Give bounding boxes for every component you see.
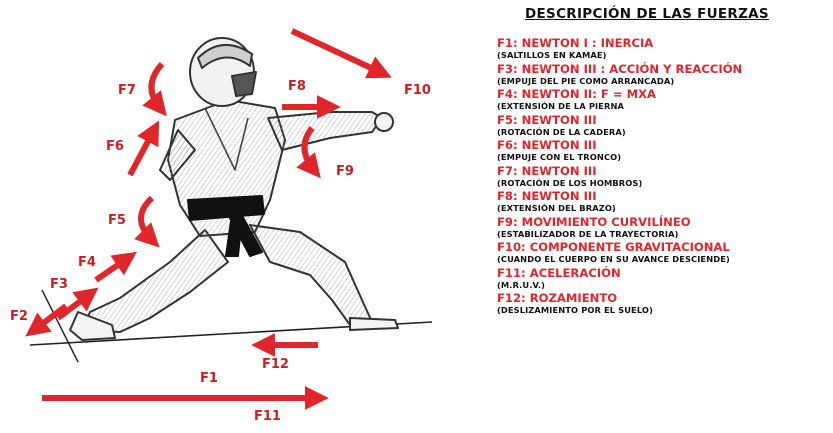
legend-item: F3: NEWTON III : ACCIÓN Y REACCIÓN (EMPU…	[497, 62, 831, 88]
arrow-f4	[96, 258, 128, 280]
forces-legend: DESCRIPCIÓN DE LAS FUERZAS F1: NEWTON I …	[497, 6, 831, 317]
arrow-f6	[130, 130, 154, 175]
legend-item: F8: NEWTON III (EXTENSIÓN DEL BRAZO)	[497, 189, 831, 215]
label-f10: F10	[404, 83, 431, 98]
legend-item-desc: (EMPUJE CON EL TRONCO)	[497, 152, 831, 164]
label-f4: F4	[78, 255, 96, 270]
legend-item: F6: NEWTON III (EMPUJE CON EL TRONCO)	[497, 138, 831, 164]
legend-item-desc: (ROTACIÓN DE LOS HOMBROS)	[497, 178, 831, 190]
legend-item-title: F5: NEWTON III	[497, 113, 831, 127]
legend-item-desc: (EXTENSIÓN DE LA PIERNA	[497, 101, 831, 113]
label-f7: F7	[118, 83, 136, 98]
legend-item: F4: NEWTON II: F = MXA (EXTENSIÓN DE LA …	[497, 87, 831, 113]
label-f1: F1	[200, 371, 218, 386]
arrow-f10	[292, 31, 382, 73]
legend-item-title: F10: COMPONENTE GRAVITACIONAL	[497, 240, 831, 254]
legend-item: F10: COMPONENTE GRAVITACIONAL (CUANDO EL…	[497, 240, 831, 266]
legend-item-desc: (DESLIZAMIENTO POR EL SUELO)	[497, 305, 831, 317]
legend-item: F12: ROZAMIENTO (DESLIZAMIENTO POR EL SU…	[497, 291, 831, 317]
legend-item-desc: (SALTILLOS EN KAMAE)	[497, 50, 831, 62]
legend-item: F11: ACELERACIÓN (M.R.U.V.)	[497, 266, 831, 292]
legend-item: F1: NEWTON I : INERCIA (SALTILLOS EN KAM…	[497, 36, 831, 62]
legend-items: F1: NEWTON I : INERCIA (SALTILLOS EN KAM…	[497, 36, 831, 317]
legend-title: DESCRIPCIÓN DE LAS FUERZAS	[497, 6, 797, 22]
legend-item-title: F12: ROZAMIENTO	[497, 291, 831, 305]
legend-item-desc: (EXTENSIÓN DEL BRAZO)	[497, 203, 831, 215]
arrow-f7	[151, 64, 162, 108]
label-f2: F2	[10, 309, 28, 324]
arrow-f5	[141, 198, 152, 240]
label-f8: F8	[288, 79, 306, 94]
legend-item-title: F1: NEWTON I : INERCIA	[497, 36, 831, 50]
label-f9: F9	[336, 164, 354, 179]
karate-force-diagram: F1 F2 F3 F4 F5 F6 F7 F8 F9 F10 F11 F12	[0, 0, 490, 433]
legend-item-title: F6: NEWTON III	[497, 138, 831, 152]
label-f6: F6	[106, 139, 124, 154]
legend-item-desc: (M.R.U.V.)	[497, 280, 831, 292]
legend-item-title: F11: ACELERACIÓN	[497, 266, 831, 280]
legend-item-desc: (ESTABILIZADOR DE LA TRAYECTORIA)	[497, 229, 831, 241]
legend-item: F7: NEWTON III (ROTACIÓN DE LOS HOMBROS)	[497, 164, 831, 190]
legend-item: F5: NEWTON III (ROTACIÓN DE LA CADERA)	[497, 113, 831, 139]
label-f12: F12	[262, 357, 289, 372]
label-f5: F5	[108, 213, 126, 228]
legend-item-desc: (EMPUJE DEL PIE COMO ARRANCADA)	[497, 76, 831, 88]
label-f3: F3	[50, 277, 68, 292]
legend-item-title: F8: NEWTON III	[497, 189, 831, 203]
legend-item-title: F9: MOVIMIENTO CURVILÍNEO	[497, 215, 831, 229]
legend-item-title: F7: NEWTON III	[497, 164, 831, 178]
label-f11: F11	[254, 409, 281, 424]
legend-item: F9: MOVIMIENTO CURVILÍNEO (ESTABILIZADOR…	[497, 215, 831, 241]
legend-item-title: F3: NEWTON III : ACCIÓN Y REACCIÓN	[497, 62, 831, 76]
legend-item-desc: (CUANDO EL CUERPO EN SU AVANCE DESCIENDE…	[497, 254, 831, 266]
legend-item-desc: (ROTACIÓN DE LA CADERA)	[497, 127, 831, 139]
legend-item-title: F4: NEWTON II: F = MXA	[497, 87, 831, 101]
